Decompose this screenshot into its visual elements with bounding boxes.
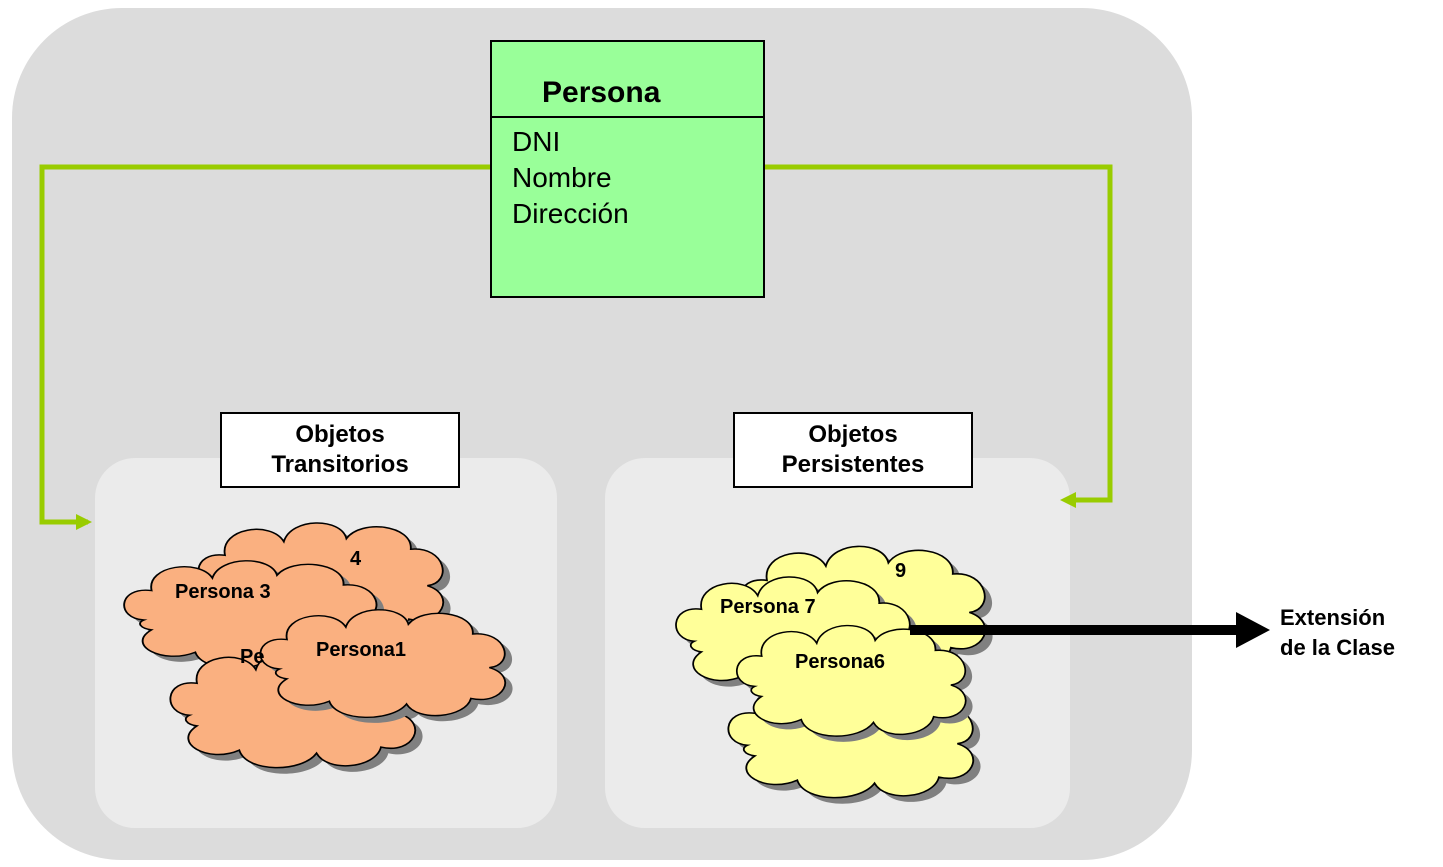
cloud-label-9: 9 bbox=[895, 560, 906, 582]
connector-left bbox=[39, 164, 492, 525]
cloud-label-persona-1: Persona1 bbox=[316, 639, 406, 661]
attribute-nombre: Nombre bbox=[512, 162, 612, 193]
transient-label-line1: Objetos bbox=[295, 421, 385, 448]
persistent-label-line2: Persistentes bbox=[781, 451, 925, 478]
class-name: Persona bbox=[492, 42, 763, 118]
transient-label-line2: Transitorios bbox=[271, 451, 409, 478]
transient-objects-label: Objetos Transitorios bbox=[220, 412, 460, 488]
attribute-direccion: Dirección bbox=[512, 198, 629, 229]
extension-arrowhead bbox=[1236, 612, 1270, 648]
extension-label-line2: de la Clase bbox=[1280, 635, 1395, 660]
persistent-objects-label: Objetos Persistentes bbox=[733, 412, 973, 488]
cloud-label-persona-6: Persona6 bbox=[795, 651, 885, 673]
persona-class-box: Persona DNI Nombre Dirección bbox=[490, 40, 765, 298]
persistent-label-line1: Objetos bbox=[808, 421, 898, 448]
connector-right bbox=[763, 164, 1113, 503]
cloud-label-4: 4 bbox=[350, 548, 362, 570]
extension-label-line1: Extensión bbox=[1280, 605, 1386, 630]
cloud-label-persona-3: Persona 3 bbox=[175, 581, 271, 603]
class-attributes: DNI Nombre Dirección bbox=[492, 118, 763, 232]
class-extension-label: Extensión de la Clase bbox=[1280, 603, 1395, 663]
connector-left-arrowhead bbox=[76, 514, 92, 530]
cloud-label-persona-7: Persona 7 bbox=[720, 596, 816, 618]
connector-right-arrowhead bbox=[1060, 492, 1076, 508]
cloud-label-persona-partial: Pe bbox=[240, 646, 264, 668]
attribute-dni: DNI bbox=[512, 126, 561, 157]
